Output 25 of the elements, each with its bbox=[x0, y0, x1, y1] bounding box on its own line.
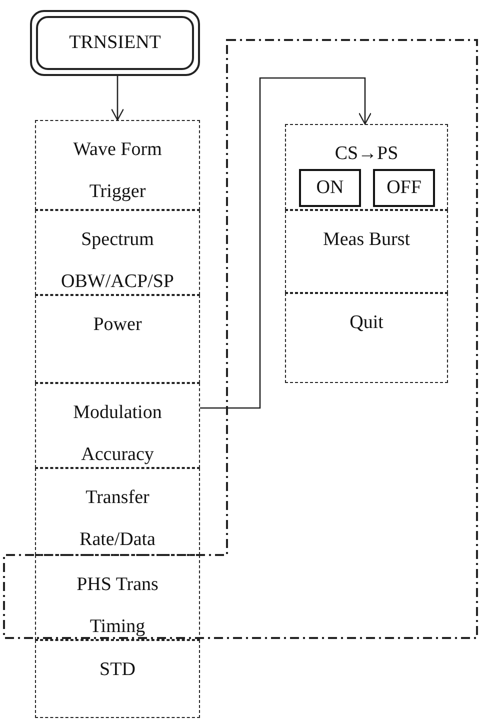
key-label: Spectrum OBW/ACP/SP bbox=[60, 228, 175, 294]
menu-key bbox=[35, 295, 200, 383]
arrow bbox=[110, 76, 124, 121]
menu-key bbox=[285, 124, 448, 210]
mode-label: TRNSIENT bbox=[69, 31, 161, 55]
menu-key bbox=[35, 210, 200, 295]
key-label: Quit bbox=[348, 311, 384, 335]
menu-key bbox=[35, 468, 200, 555]
key-label: CS→PS bbox=[334, 142, 400, 166]
menu-key bbox=[35, 383, 200, 468]
key-label: PHS Trans Timing bbox=[76, 573, 160, 639]
key-label: Modulation Accuracy bbox=[72, 401, 163, 467]
key-label: Meas Burst bbox=[322, 228, 412, 252]
menu-key bbox=[35, 555, 200, 640]
key-label: Wave Form Trigger bbox=[72, 138, 163, 204]
key-label: Power bbox=[92, 313, 143, 337]
menu-key bbox=[285, 210, 448, 293]
off-key: OFF bbox=[373, 169, 435, 207]
key-label: STD bbox=[98, 658, 136, 682]
on-key: ON bbox=[299, 169, 361, 207]
menu-key bbox=[35, 120, 200, 210]
arrow bbox=[200, 77, 372, 409]
menu-key bbox=[35, 640, 200, 718]
key-label: Transfer Rate/Data bbox=[78, 486, 156, 552]
menu-key bbox=[285, 293, 448, 383]
